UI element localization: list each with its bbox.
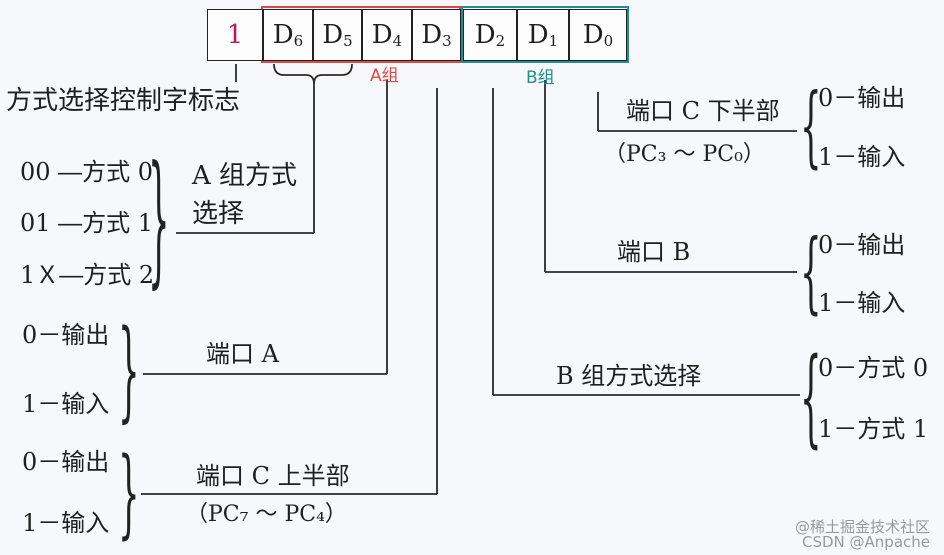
bit-d4-label: D <box>371 20 393 50</box>
group-b-frame <box>461 6 629 63</box>
port-a-option-0: 0－输出 <box>22 321 110 349</box>
bit-d3-label: D <box>421 20 443 50</box>
bit-d5-label: D <box>322 20 344 50</box>
bit-d4-sub: 4 <box>392 32 403 50</box>
bit-d1-sub: 1 <box>548 32 559 50</box>
a-mode-option-1: 01 ―方式 1 <box>20 209 154 237</box>
port-a-title: 端口 A <box>206 340 279 368</box>
watermark: @稀土掘金技术社区 CSDN @Anpache <box>794 517 930 552</box>
watermark-line-2: CSDN @Anpache <box>802 533 930 552</box>
bit-d6-sub: 6 <box>293 32 304 50</box>
bit-d0-sub: 0 <box>603 32 614 50</box>
a-mode-title-2: 选择 <box>192 199 245 229</box>
bit-d6-label: D <box>272 20 294 50</box>
bit-d2-sub: 2 <box>495 32 506 50</box>
bit-d0-label: D <box>582 20 604 50</box>
group-b-tag: B组 <box>526 68 555 88</box>
b-mode-option-0: 0－方式 0 <box>818 354 929 382</box>
watermark-line-1: @稀土掘金技术社区 <box>794 517 930 536</box>
a-mode-option-2: 1Ｘ―方式 2 <box>20 261 155 289</box>
port-b-option-0: 0－输出 <box>818 231 906 259</box>
port-b-option-1: 1－输入 <box>818 289 906 317</box>
port-b-title: 端口 B <box>617 238 691 266</box>
port-c-lower-option-1: 1－输入 <box>818 143 906 171</box>
a-mode-brace: } <box>148 137 170 306</box>
bit-d1-label: D <box>527 20 549 50</box>
a-mode-title-1: A 组方式 <box>192 161 298 191</box>
bit-d5-sub: 5 <box>343 32 353 50</box>
b-mode-option-1: 1－方式 1 <box>818 415 929 443</box>
port-c-lower-title: 端口 C 下半部 <box>626 97 780 125</box>
port-a-brace: } <box>118 308 140 437</box>
a-mode-bracket <box>273 63 353 85</box>
flag-label: 方式选择控制字标志 <box>6 86 241 116</box>
bit-d2-label: D <box>474 20 496 50</box>
port-a-option-1: 1－输入 <box>22 390 110 418</box>
port-c-upper-title: 端口 C 上半部 <box>196 462 350 490</box>
b-mode-title: B 组方式选择 <box>556 362 702 390</box>
bit-d7-label: 1 <box>226 20 244 50</box>
port-c-lower-range: （PC₃ ～ PC₀） <box>604 142 765 167</box>
port-c-upper-option-0: 0－输出 <box>22 448 110 476</box>
bit-d3-sub: 3 <box>442 32 452 50</box>
a-mode-option-0: 00 ―方式 0 <box>20 158 154 186</box>
bit-cell-d7: 1 <box>207 9 263 61</box>
port-c-upper-range: （PC₇ ～ PC₄） <box>186 502 347 527</box>
group-a-tag: A组 <box>370 66 399 86</box>
port-c-upper-brace: } <box>118 437 140 552</box>
port-c-lower-option-0: 0－输出 <box>818 84 906 112</box>
port-c-upper-option-1: 1－输入 <box>22 509 110 537</box>
